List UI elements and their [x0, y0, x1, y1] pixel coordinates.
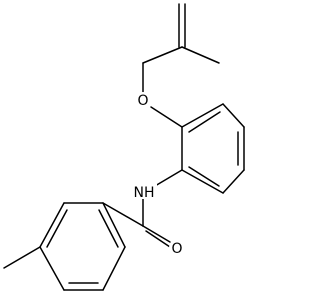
ring1-inner-3	[188, 166, 220, 187]
ring2-bond-2	[39, 202, 65, 248]
bond-methyl	[181, 46, 220, 64]
carbonyl-oxygen-atom: O	[169, 240, 185, 257]
ether-oxygen-atom: O	[135, 92, 151, 109]
bond-ring-methyl	[3, 246, 41, 269]
carbonyl-oxygen-label: O	[171, 241, 182, 257]
amide-nitrogen-backdrop	[133, 183, 157, 199]
ring2-inner-1	[46, 209, 68, 248]
amide-nitrogen-label: NH	[134, 185, 155, 201]
ether-oxygen-backdrop	[135, 92, 151, 108]
bond-oxygen-aryl	[150, 106, 183, 128]
ether-oxygen-label: O	[137, 93, 148, 109]
bond-carbonyl-double-b	[145, 230, 171, 248]
bond-carbonyl-double-a	[142, 225, 171, 243]
carbonyl-oxygen-backdrop	[169, 240, 185, 256]
amide-nitrogen-atom: NH	[133, 183, 157, 201]
amide-linkage	[102, 169, 183, 248]
ring2-bond-3	[39, 246, 65, 291]
ring1-bond-1	[181, 103, 224, 128]
bond-aryl-nitrogen	[154, 169, 183, 187]
ring1-bond-4	[222, 169, 245, 194]
aniline-ring	[181, 103, 245, 194]
bond-carbonyl-aryl	[102, 202, 144, 227]
ring1-bond-2	[222, 103, 245, 128]
ring2-bond-5	[102, 246, 126, 291]
ring2-bond-6	[102, 202, 126, 248]
ring2-inner-3	[98, 209, 119, 248]
toluyl-ring	[3, 202, 126, 291]
bond-allyl-ch2	[142, 46, 183, 64]
molecule-structure: O NH O	[3, 3, 245, 291]
methallyl-group	[142, 3, 220, 128]
ring1-inner-1	[188, 111, 221, 133]
ring1-bond-5	[181, 169, 224, 194]
